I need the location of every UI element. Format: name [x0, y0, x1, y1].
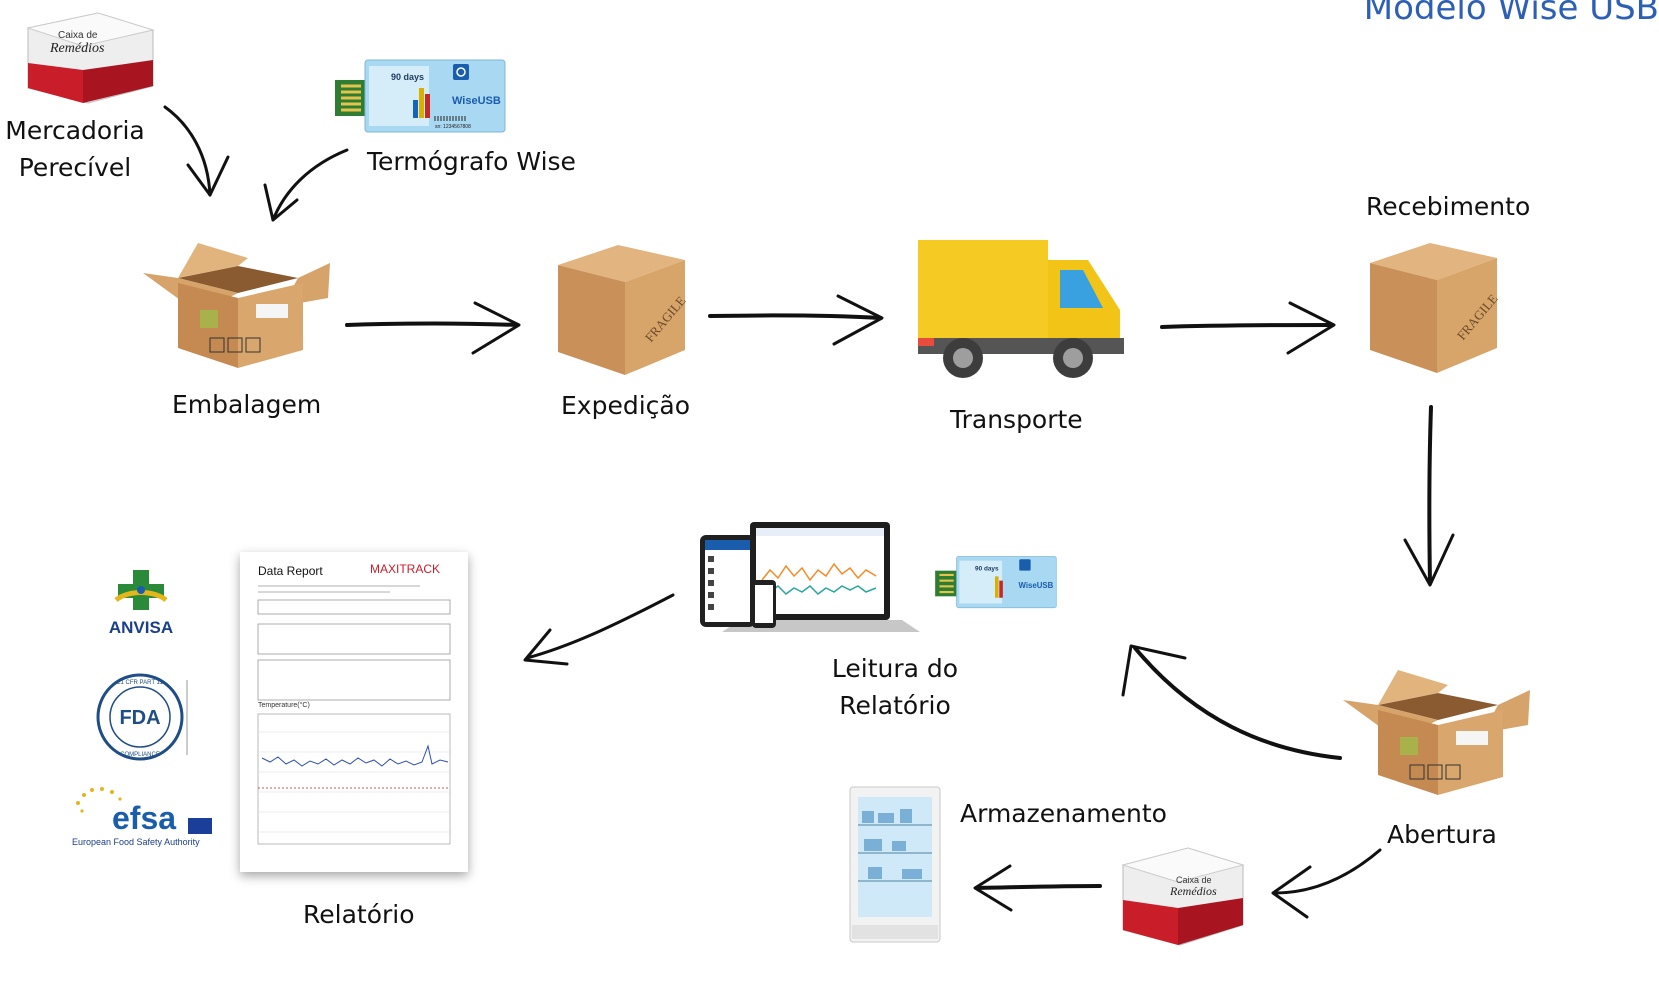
report-chart-label: Temperature(°C): [258, 702, 310, 709]
medicine-box-bottom: Caixa de Remédios: [1121, 847, 1245, 946]
device-brand: WiseUSB: [452, 95, 501, 107]
medicine-box-top: Caixa de Remédios: [26, 12, 155, 104]
anvisa-logo: [114, 570, 168, 610]
efsa-logo-text: efsa: [112, 800, 177, 836]
box-text-line2: Remédios: [49, 41, 105, 56]
label-recebimento: Recebimento: [1366, 192, 1531, 221]
label-leitura: Leitura do Relatório: [831, 654, 959, 720]
fda-ring-text: 21 CFR PART 11: [117, 680, 163, 686]
efsa-stars-icon: [76, 787, 122, 813]
open-box-embalagem: [143, 243, 330, 368]
arrow-embalagem-to-expedicao: [345, 301, 521, 355]
label-mercadoria: Mercadoria Perecível: [5, 116, 145, 182]
device-brand: WiseUSB: [1019, 581, 1054, 590]
fda-compliance-text: COMPLIANCE: [120, 752, 160, 758]
closed-box-recebimento: FRAGILE: [1370, 243, 1501, 373]
report-document: Data Report MAXITRACK Temperature(°C): [240, 552, 468, 872]
fridge-icon: [849, 786, 941, 943]
label-transporte: Transporte: [950, 405, 1083, 434]
arrow-mercadoria-to-embalagem: [163, 105, 230, 197]
label-expedicao: Expedição: [561, 391, 691, 420]
report-heading: Data Report: [258, 564, 323, 578]
arrow-produto-to-armazenamento: [973, 864, 1102, 912]
arrow-expedicao-to-transporte: [708, 294, 884, 346]
anvisa-logo-text: ANVISA: [108, 618, 174, 637]
truck-icon: [918, 240, 1124, 378]
device-days: 90 days: [391, 72, 424, 82]
label-relatorio: Relatório: [303, 900, 415, 929]
fda-compliance-logo: FDA 21 CFR PART 11 COMPLIANCE: [96, 673, 188, 761]
wise-usb-device: 90 days WiseUSB sn: 1234567808: [335, 59, 506, 133]
diagram-title: Modelo Wise USB: [1363, 0, 1659, 28]
label-embalagem: Embalagem: [172, 390, 322, 419]
label-armazenamento: Armazenamento: [960, 799, 1167, 828]
device-days: 90 days: [975, 566, 999, 573]
label-termografo: Termógrafo Wise: [367, 147, 576, 176]
efsa-subtitle: European Food Safety Authority: [72, 837, 200, 847]
box-text-line1: Caixa de: [1176, 875, 1212, 885]
arrow-recebimento-to-abertura: [1403, 405, 1455, 587]
fda-text: FDA: [119, 707, 160, 729]
open-box-abertura: [1343, 670, 1530, 795]
arrow-leitura-to-relatorio: [523, 593, 675, 666]
arrow-abertura-to-produto: [1271, 848, 1382, 919]
report-content-lines: [257, 585, 451, 845]
box-text-line2: Remédios: [1169, 884, 1217, 898]
arrow-abertura-to-leitura: [1121, 644, 1342, 760]
closed-box-expedicao: FRAGILE: [558, 245, 689, 375]
eu-flag-icon: [188, 818, 212, 834]
device-serial: sn: 1234567808: [435, 124, 471, 130]
devices-laptop-tablet-phone: [700, 522, 920, 632]
label-abertura: Abertura: [1387, 820, 1497, 849]
box-text-line1: Caixa de: [58, 30, 98, 41]
wise-usb-device-small: 90 days WiseUSB: [935, 556, 1057, 609]
arrow-transporte-to-recebimento: [1160, 301, 1336, 355]
arrow-termografo-to-embalagem: [263, 148, 349, 222]
report-brand: MAXITRACK: [369, 562, 440, 576]
